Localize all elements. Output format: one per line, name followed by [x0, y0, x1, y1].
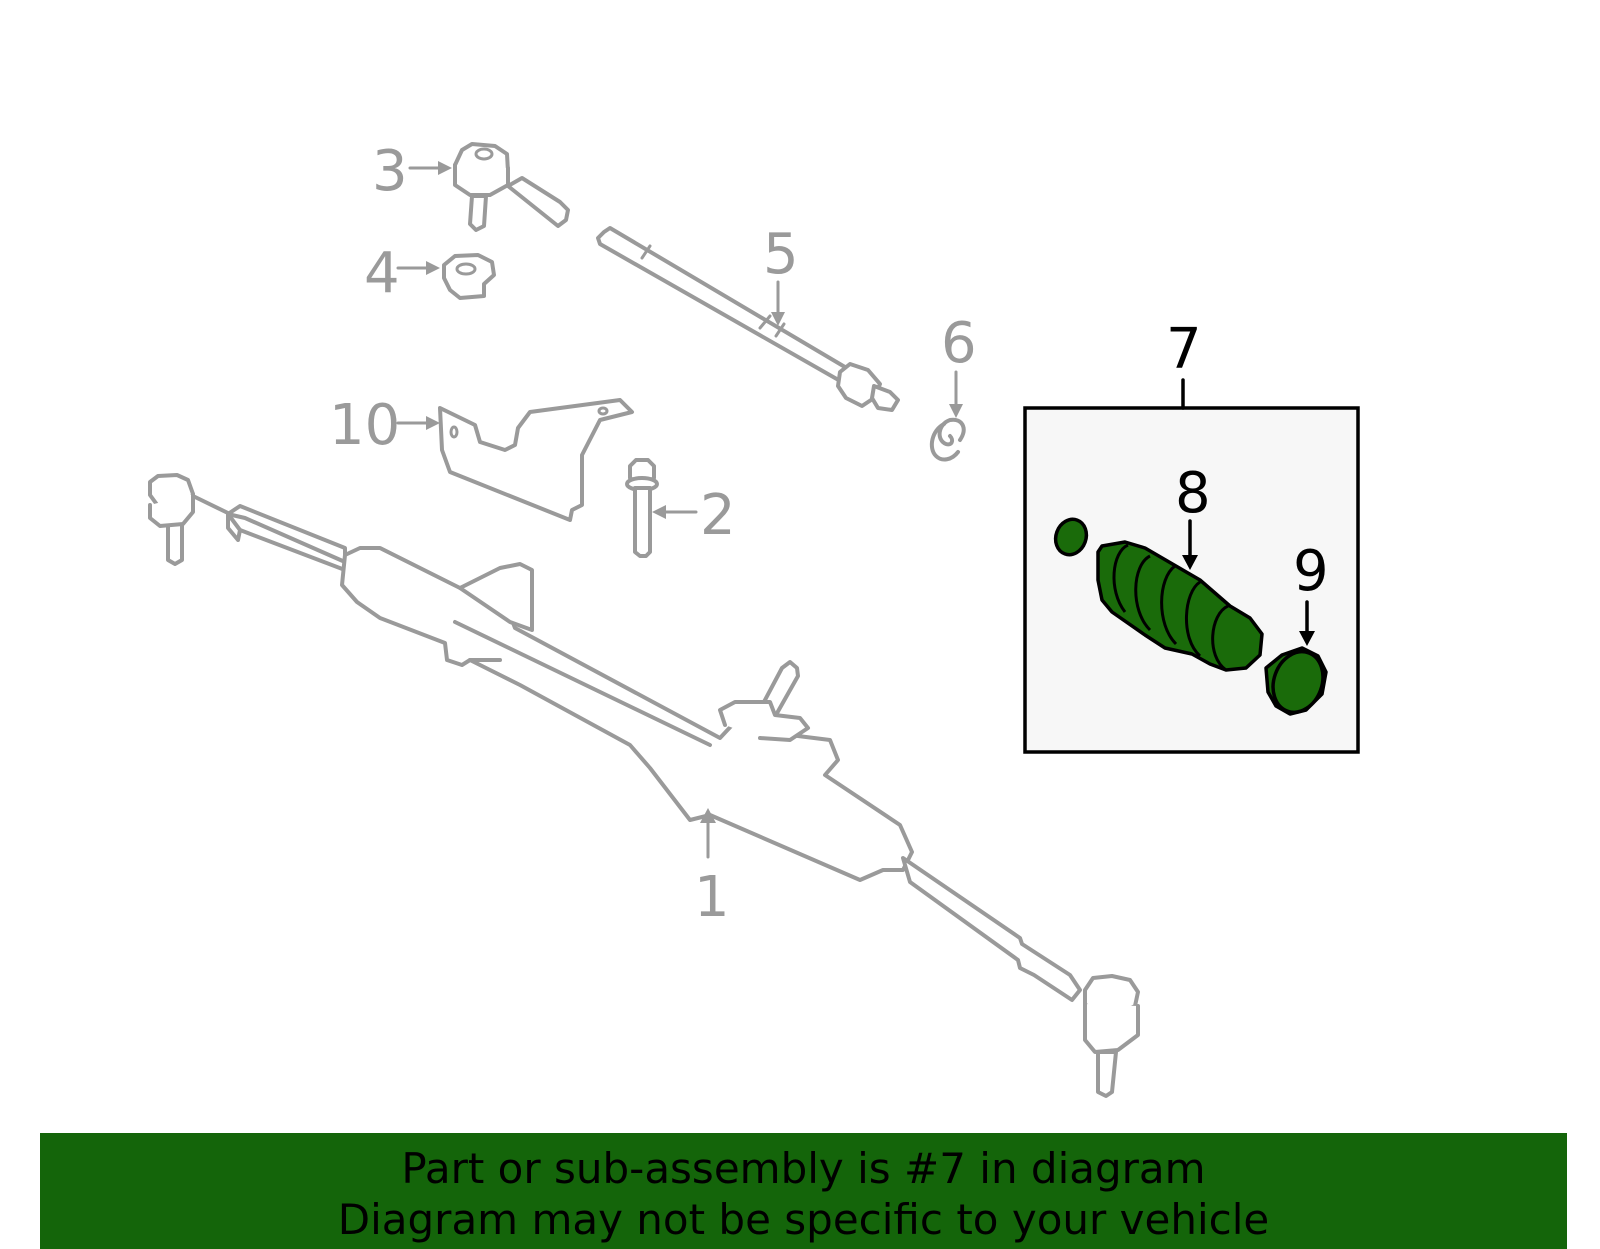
- part-5-inner-tie-rod[interactable]: [596, 226, 900, 412]
- part-4-nut[interactable]: [442, 253, 496, 300]
- callout-3[interactable]: 3: [372, 139, 408, 204]
- callout-5[interactable]: 5: [763, 222, 799, 287]
- part-10-bracket[interactable]: [438, 398, 634, 522]
- callout-2[interactable]: 2: [700, 483, 736, 548]
- callout-7[interactable]: 7: [1166, 317, 1202, 382]
- part-6-clip[interactable]: [929, 417, 966, 462]
- info-banner: Part or sub-assembly is #7 in diagram Di…: [40, 1133, 1567, 1249]
- part-1-steering-rack[interactable]: [148, 473, 1140, 1098]
- callout-9[interactable]: 9: [1293, 539, 1329, 604]
- part-9-clamp[interactable]: [1264, 645, 1331, 720]
- part-7-small-clamp[interactable]: [1051, 515, 1092, 559]
- part-8-boot[interactable]: [1096, 540, 1264, 672]
- callout-6[interactable]: 6: [941, 311, 977, 376]
- callout-8[interactable]: 8: [1175, 461, 1211, 526]
- part-2-bolt[interactable]: [625, 458, 659, 558]
- callout-10[interactable]: 10: [329, 393, 400, 458]
- banner-line-2: Diagram may not be specific to your vehi…: [337, 1195, 1270, 1244]
- part-3-tie-rod-end[interactable]: [453, 142, 570, 232]
- callout-4[interactable]: 4: [364, 241, 400, 306]
- banner-line-1: Part or sub-assembly is #7 in diagram: [401, 1144, 1206, 1193]
- callout-1[interactable]: 1: [694, 865, 730, 930]
